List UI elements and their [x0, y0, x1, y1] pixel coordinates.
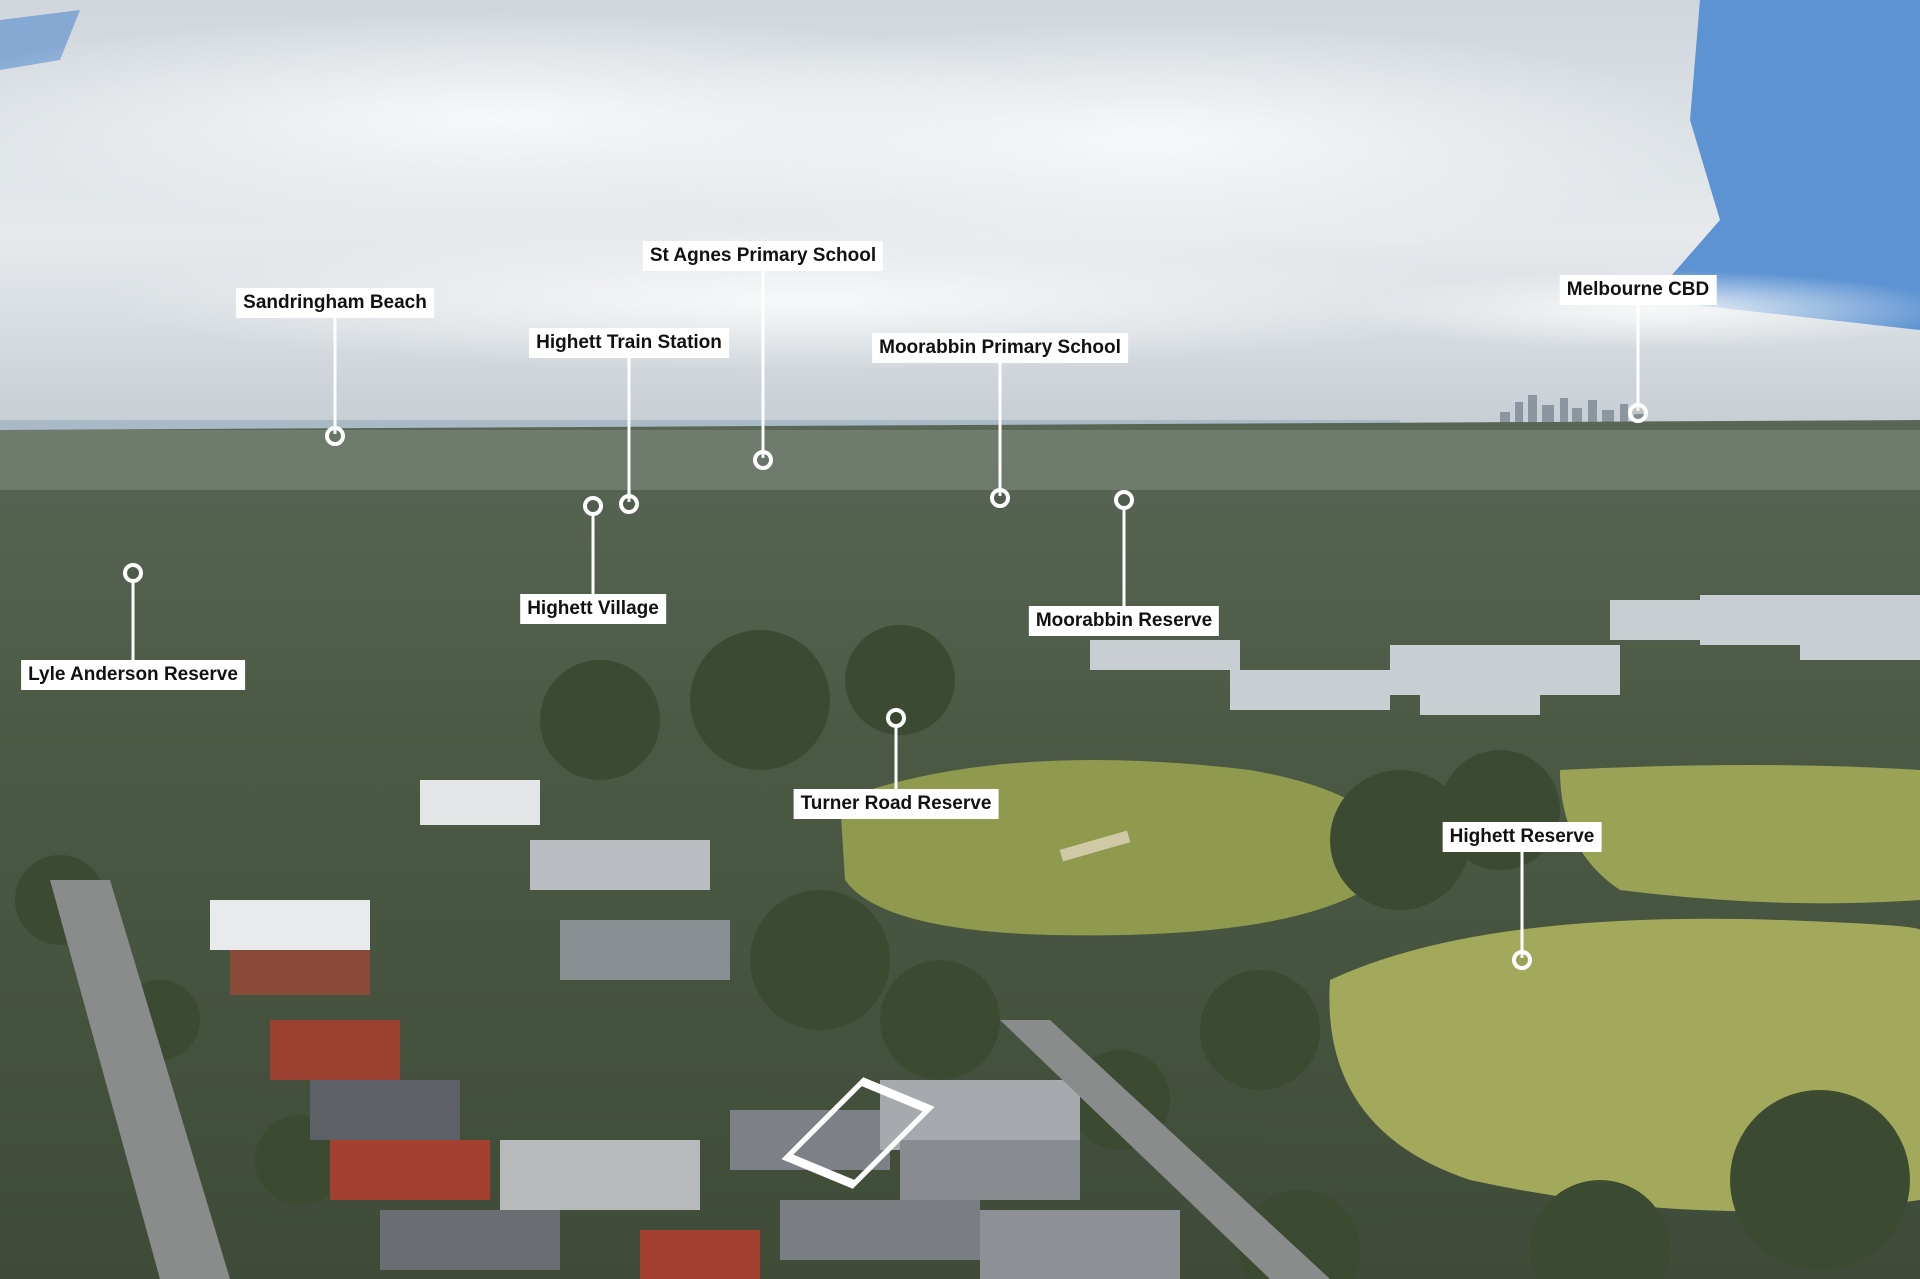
- poi-leader-line: [131, 583, 135, 660]
- house-roofs: [210, 780, 1180, 1279]
- poi-marker: [1114, 490, 1134, 510]
- poi-marker: [1628, 403, 1648, 423]
- street-right: [1000, 1020, 1330, 1279]
- poi-marker: [990, 488, 1010, 508]
- poi-label: Moorabbin Reserve: [1028, 606, 1220, 636]
- blue-sky-patch: [1650, 0, 1920, 330]
- poi-marker: [123, 563, 143, 583]
- highett-reserve-north: [1560, 765, 1920, 904]
- poi-marker: [886, 708, 906, 728]
- poi-label: Turner Road Reserve: [793, 789, 999, 819]
- poi-label: St Agnes Primary School: [642, 241, 884, 271]
- poi-leader-line: [591, 516, 595, 594]
- cloud: [590, 20, 1710, 260]
- poi-label: Highett Reserve: [1442, 822, 1602, 852]
- cricket-pitch: [1059, 830, 1131, 862]
- poi-leader-line: [1520, 851, 1524, 958]
- poi-leader-line: [1636, 304, 1640, 411]
- poi-leader-line: [1122, 510, 1126, 606]
- poi-label: Lyle Anderson Reserve: [21, 660, 245, 690]
- poi-marker: [1512, 950, 1532, 970]
- cloud: [100, 230, 1500, 370]
- poi-leader-line: [998, 362, 1002, 496]
- cloud: [1350, 270, 1920, 350]
- poi-label: Moorabbin Primary School: [872, 333, 1128, 363]
- trees: [15, 625, 1910, 1279]
- street-left: [50, 880, 230, 1279]
- poi-marker: [583, 496, 603, 516]
- poi-label: Melbourne CBD: [1559, 275, 1717, 305]
- poi-leader-line: [333, 316, 337, 434]
- poi-marker: [619, 494, 639, 514]
- poi-label: Highett Train Station: [529, 328, 729, 358]
- poi-leader-line: [761, 270, 765, 458]
- industrial-buildings: [1090, 595, 1920, 715]
- turner-road-oval: [840, 760, 1388, 936]
- poi-leader-line: [627, 357, 631, 502]
- poi-leader-line: [894, 728, 898, 789]
- suburbs-haze: [0, 430, 1920, 490]
- poi-label: Highett Village: [520, 594, 666, 624]
- poi-marker: [753, 450, 773, 470]
- poi-marker: [325, 426, 345, 446]
- poi-label: Sandringham Beach: [236, 288, 434, 318]
